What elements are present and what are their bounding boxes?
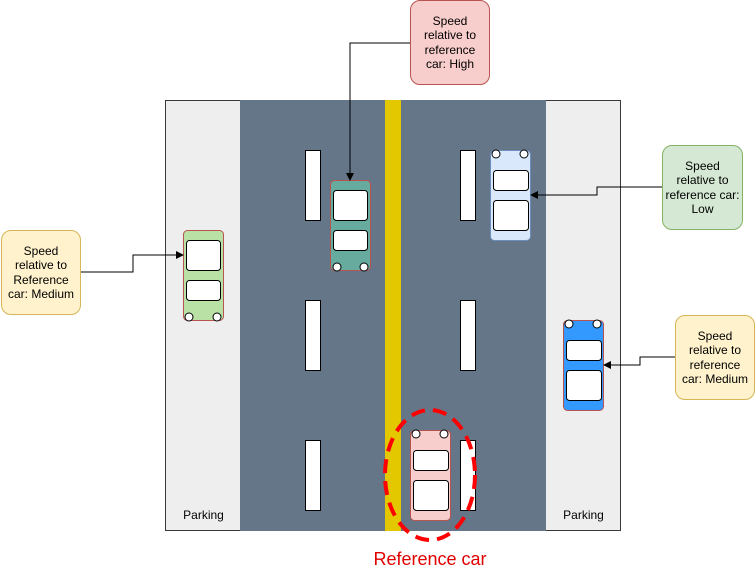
parking-strip-right	[545, 100, 621, 531]
parking-label-left: Parking	[183, 508, 224, 522]
callout-speed-high: Speed relative to reference car: High	[410, 0, 490, 85]
arrow-medium-left-to-parked-car	[81, 251, 184, 273]
lane-marking	[305, 150, 321, 221]
callout-text: Speed relative to reference car: Low	[665, 158, 740, 217]
reference-car-label: Reference car	[373, 549, 487, 569]
lane-marking	[460, 300, 476, 371]
car-blue-icon	[563, 319, 604, 411]
lane-marking	[305, 440, 321, 511]
lane-marking	[460, 150, 476, 221]
car-reference-icon	[410, 429, 451, 521]
callout-speed-medium-right: Speed relative to reference car: Medium	[675, 315, 755, 400]
callout-text: Speed relative to reference car: High	[423, 13, 477, 72]
callout-text: Speed relative to Reference car: Medium	[7, 243, 75, 302]
arrow-high-to-teal-car	[346, 42, 410, 181]
lane-marking	[305, 300, 321, 371]
callout-text: Speed relative to reference car: Medium	[681, 328, 749, 387]
car-parked-left-icon	[183, 230, 224, 322]
callout-speed-medium-left: Speed relative to Reference car: Medium	[1, 230, 81, 315]
arrow-low-to-light-blue-car	[530, 186, 662, 199]
parking-label-right: Parking	[563, 508, 604, 522]
car-light-blue-icon	[490, 149, 531, 241]
reference-highlight	[383, 408, 477, 542]
car-teal-icon	[330, 180, 371, 272]
callout-speed-low: Speed relative to reference car: Low	[662, 145, 743, 230]
arrow-medium-right-to-blue-car	[603, 356, 675, 369]
center-line	[385, 100, 401, 531]
